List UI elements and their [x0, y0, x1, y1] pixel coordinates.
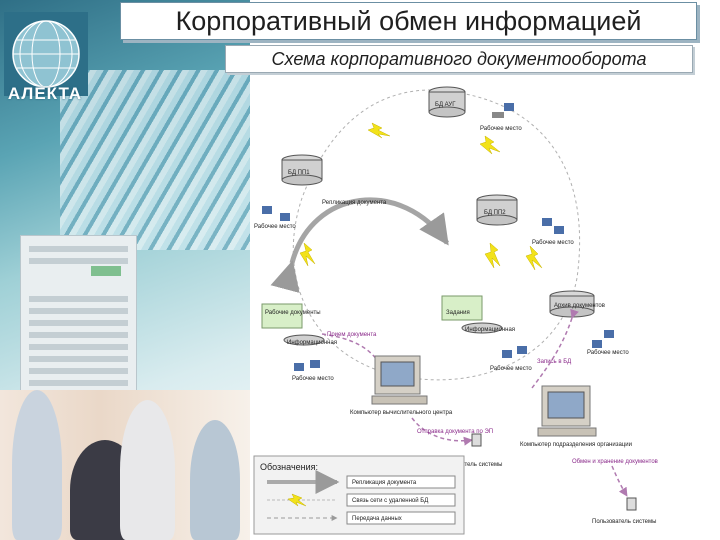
page-subtitle: Схема корпоративного документооборота	[225, 45, 693, 73]
page-title: Корпоративный обмен информацией	[120, 2, 697, 40]
workstation-mid-label: Рабочее место	[532, 240, 574, 246]
to-db-label: Запись в БД	[537, 359, 571, 365]
doc-mid-top: Задания	[446, 310, 470, 316]
user-mid: Пользователь системы	[438, 433, 502, 468]
workstation-mid: Рабочее место	[532, 218, 574, 246]
legend-title: Обозначения:	[260, 462, 318, 472]
db-top-label: БД АУГ	[435, 102, 456, 108]
doc-mid-bottom: Информационная	[465, 327, 515, 333]
network-cables-image	[60, 70, 250, 250]
logo-text: АЛЕКТА	[7, 84, 83, 103]
workstation-bl-label: Рабочее место	[292, 376, 334, 382]
lightning-icon	[484, 242, 501, 269]
legend-item-0: Репликация документа	[352, 480, 417, 486]
terminal-right-label: Компьютер подразделения организации	[520, 442, 632, 448]
lightning-icon	[525, 245, 543, 271]
lightning-icon	[287, 493, 307, 507]
user-mid-label: Пользователь системы	[438, 462, 502, 468]
db-left-cylinder: БД ПП1	[281, 154, 323, 186]
workstation-top-label: Рабочее место	[480, 126, 522, 132]
legend-item-2: Передача данных	[352, 516, 402, 522]
replication-label: Репликация документа	[322, 200, 387, 206]
workstation-br-label: Рабочее место	[490, 366, 532, 372]
lightning-icon	[299, 242, 316, 267]
workstation-left-label: Рабочее место	[254, 224, 296, 230]
legend-item-1: Связь сети с удаленной БД	[352, 497, 428, 504]
doc-left-top: Рабочие документы	[265, 310, 321, 316]
workstation-right-label: Рабочее место	[587, 350, 629, 356]
workstation-br: Рабочее место	[490, 346, 532, 372]
replication-arc	[270, 197, 450, 293]
doc-left-bottom: Информационная	[287, 340, 337, 346]
db-top-cylinder: БД АУГ	[428, 86, 466, 118]
lightning-icon	[367, 122, 391, 139]
legend-box: Обозначения: Репликация документа Связь …	[253, 455, 465, 535]
background-photo-collage	[0, 0, 250, 540]
db-mid-label: БД ПП2	[484, 210, 506, 216]
receive-doc-label: Прием документа	[327, 332, 377, 338]
server-rack-image	[20, 235, 137, 417]
db-mid-cylinder: БД ПП2	[476, 194, 518, 226]
workstation-right: Рабочее место	[587, 330, 629, 356]
db-left-label: БД ПП1	[288, 170, 310, 176]
user-right-label: Пользователь системы	[592, 519, 656, 525]
doc-stack-mid: Задания Информационная	[441, 295, 515, 334]
alekta-globe-icon	[4, 12, 88, 96]
exchange-label: Обмен и хранение документов	[572, 459, 658, 465]
network-ring	[292, 89, 581, 381]
terminal-left-label: Компьютер вычислительного центра	[350, 410, 453, 416]
workstation-left: Рабочее место	[254, 206, 296, 230]
terminal-right: Компьютер подразделения организации	[520, 385, 632, 448]
office-workers-image	[0, 390, 250, 540]
exchange-arrow	[611, 465, 628, 497]
send-doc-label: Отправка документа по ЭП	[417, 429, 493, 435]
doc-stack-left: Рабочие документы Информационная	[261, 303, 337, 346]
db-right-label: Архив документов	[554, 303, 605, 309]
workstation-bl: Рабочее место	[292, 360, 334, 382]
lightning-icon	[479, 135, 501, 155]
db-right-cylinder: Архив документов	[549, 290, 605, 318]
workstation-top: Рабочее место	[480, 103, 522, 132]
to-db-arrow	[531, 308, 579, 389]
user-right: Пользователь системы	[592, 497, 656, 525]
terminal-left: Компьютер вычислительного центра	[350, 355, 453, 416]
document-flow-diagram: БД АУГ БД ПП1 БД ПП2 Архив документов Ра…	[253, 86, 658, 535]
